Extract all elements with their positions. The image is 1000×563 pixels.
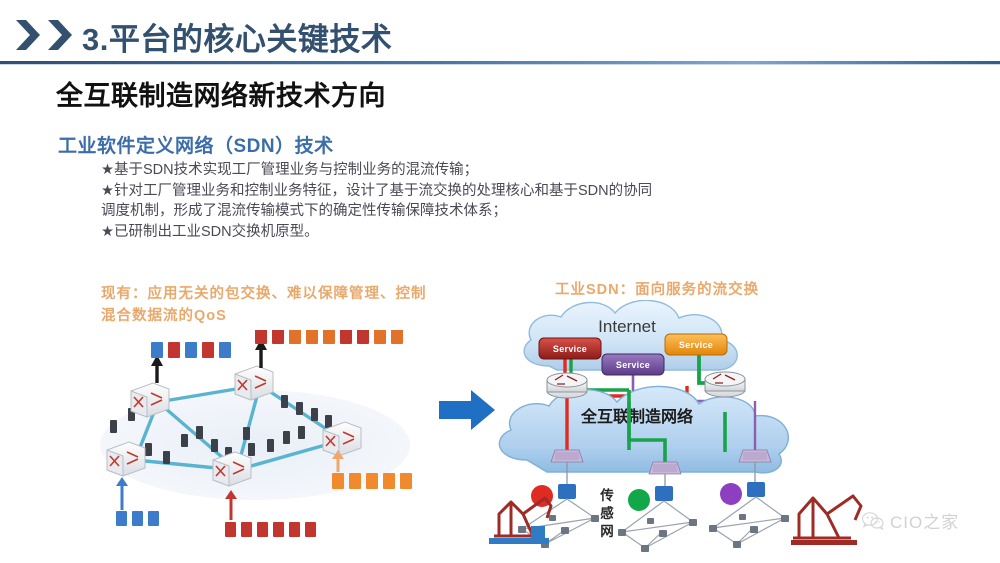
service-box-purple: Service xyxy=(601,353,665,376)
sensor-cluster-green xyxy=(618,486,697,552)
wechat-logo-icon xyxy=(862,511,884,530)
oil-pump-jack-icon xyxy=(791,494,863,545)
caption-industrial-sdn: 工业SDN：面向服务的流交换 xyxy=(555,282,760,298)
oil-pump-jack-icon xyxy=(489,496,553,544)
service-box-orange: Service xyxy=(664,333,728,356)
slide-header: 3.平台的核心关键技术 xyxy=(0,0,1000,65)
industrial-sdn-architecture-diagram: Internet Service Service Service xyxy=(487,300,887,562)
bullet-item: ★基于SDN技术实现工厂管理业务与控制业务的混流传输； xyxy=(101,162,479,178)
slide-number-title: 3.平台的核心关键技术 xyxy=(82,22,393,57)
bullet-item: ★针对工厂管理业务和控制业务特征，设计了基于流交换的处理核心和基于SDN的协同调… xyxy=(101,182,653,220)
flow-in-blue xyxy=(116,477,159,526)
double-chevron-right-icon xyxy=(14,18,76,52)
header-divider-shadow xyxy=(0,64,1000,65)
watermark: CIO之家 xyxy=(862,508,959,533)
flow-in-red xyxy=(225,490,316,537)
sensor-cluster-purple xyxy=(709,482,789,548)
network-cloud-label: 全互联制造网络 xyxy=(580,407,693,426)
page-title: 全互联制造网络新技术方向 xyxy=(56,81,386,111)
svg-text:传: 传 xyxy=(599,487,614,503)
bullet-item: ★已研制出工业SDN交换机原型。 xyxy=(101,223,319,240)
packet-switching-network-diagram xyxy=(85,330,430,545)
service-box-red: Service xyxy=(538,337,602,360)
gateway-center xyxy=(648,461,682,475)
internet-cloud-label: Internet xyxy=(598,317,656,336)
sensor-network-label: 传 感 网 xyxy=(599,487,614,539)
switch-node xyxy=(106,365,362,487)
caption-existing-approach: 现有：应用无关的包交换、难以保障管理、控制混合数据流的QoS xyxy=(101,286,427,324)
watermark-text: CIO之家 xyxy=(890,513,960,532)
bullet-list: ★基于SDN技术实现工厂管理业务与控制业务的混流传输； ★针对工厂管理业务和控制… xyxy=(101,160,661,242)
header-divider xyxy=(0,61,1000,64)
packet-markers xyxy=(110,395,332,464)
flow-out-blue xyxy=(151,342,231,383)
gateway-left xyxy=(550,449,584,463)
gateway-right xyxy=(738,449,772,463)
subsection-heading: 工业软件定义网络（SDN）技术 xyxy=(58,136,334,157)
service-label: Service xyxy=(553,344,587,354)
svg-text:感: 感 xyxy=(600,505,614,521)
svg-text:网: 网 xyxy=(600,524,614,539)
service-label: Service xyxy=(679,340,713,350)
router-top-left xyxy=(546,372,588,399)
service-label: Service xyxy=(616,360,650,370)
branch-green-mid xyxy=(627,402,667,462)
right-arrow-icon xyxy=(437,386,499,434)
flow-out-mixed xyxy=(255,330,403,368)
router-top-right xyxy=(704,371,746,398)
flow-out-orange xyxy=(332,450,412,489)
